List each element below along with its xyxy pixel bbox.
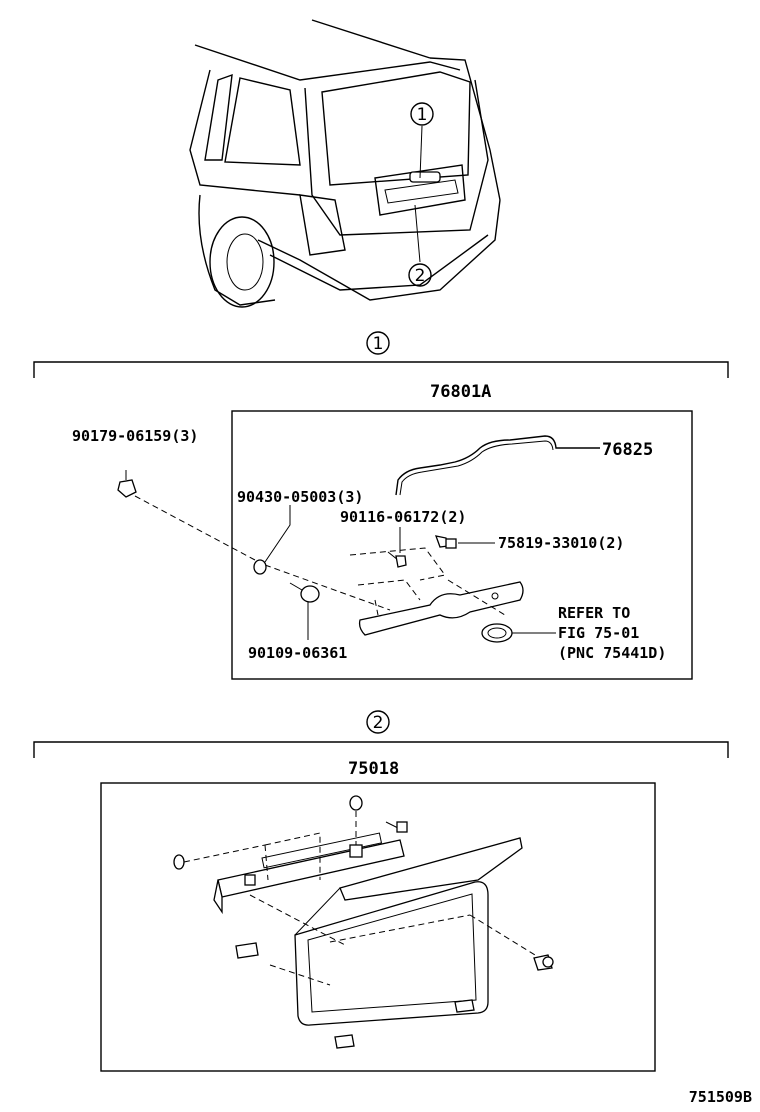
grommet-label: 90109-06361 xyxy=(248,644,347,662)
callout-circle-1 xyxy=(410,102,434,126)
section-1-marker xyxy=(366,331,390,355)
refer-text-line3: (PNC 75441D) xyxy=(558,644,666,662)
section-2-bolt xyxy=(385,821,408,833)
refer-text-line1: REFER TO xyxy=(558,604,630,622)
hose-label: 76825 xyxy=(602,440,653,460)
section-1: 1 76801A 76825 90179-06159(3) 90430-0500… xyxy=(33,331,729,680)
fastener-part xyxy=(434,535,457,549)
clip-label: 90179-06159(3) xyxy=(72,427,198,445)
section-2-marker xyxy=(366,710,390,734)
section-2: 2 75018 xyxy=(33,710,729,1072)
cushion-pad-right xyxy=(454,999,475,1013)
assembly-2-label: 75018 xyxy=(348,759,399,779)
callout-2-car: 2 xyxy=(415,266,426,286)
bolt-part xyxy=(387,551,407,568)
vehicle-illustration: 1 2 xyxy=(189,19,501,308)
section-2-number: 2 xyxy=(373,713,384,733)
cushion-pad-bottom xyxy=(334,1034,355,1049)
section-2-screw xyxy=(533,954,554,971)
fastener-label: 75819-33010(2) xyxy=(498,534,624,552)
nut-washer-label: 90430-05003(3) xyxy=(237,488,363,506)
garnish-part xyxy=(358,581,524,636)
emblem-part xyxy=(481,623,513,643)
refer-text-line2: FIG 75-01 xyxy=(558,624,639,642)
section-1-number: 1 xyxy=(373,334,384,354)
grommet-part xyxy=(289,582,320,603)
assembly-2-box xyxy=(100,782,656,1072)
callout-1-car: 1 xyxy=(417,105,428,125)
section-2-bracket xyxy=(33,741,729,758)
clip-part xyxy=(117,470,137,498)
cushion-pad-left xyxy=(235,942,259,959)
section-2-nut xyxy=(349,795,363,811)
section-1-bracket xyxy=(33,361,729,378)
bolt-label: 90116-06172(2) xyxy=(340,508,466,526)
nut-washer-part xyxy=(253,559,267,575)
figure-code: 751509B xyxy=(689,1088,752,1106)
hose-part xyxy=(395,435,600,496)
license-bracket-part xyxy=(213,832,405,915)
section-2-plug xyxy=(173,854,185,870)
assembly-1-label: 76801A xyxy=(430,382,491,402)
assembly-1-box xyxy=(231,410,693,680)
callout-circle-2 xyxy=(408,263,432,287)
license-frame-part xyxy=(294,837,523,1026)
